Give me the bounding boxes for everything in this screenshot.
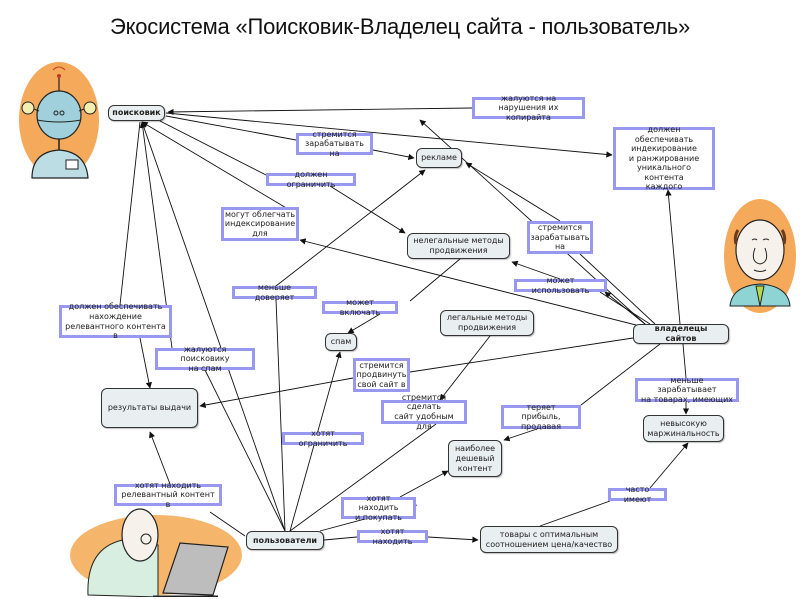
connection-line	[409, 337, 634, 373]
connection-line	[511, 260, 561, 280]
label-must-restrict: должен ограничить	[266, 170, 356, 189]
label-complain-copyright: жалуются на нарушения их копирайта	[472, 94, 585, 122]
label-want-find: хотят находить	[357, 527, 428, 546]
connection-line	[465, 162, 561, 222]
connection-line	[119, 121, 141, 306]
connection-line	[665, 189, 681, 325]
connection-line	[167, 107, 473, 116]
user-with-laptop-avatar	[70, 508, 242, 597]
label-complain-spam: жалуются поисковику на спам	[155, 345, 255, 373]
connection-line	[427, 536, 479, 543]
connection-line	[209, 511, 246, 537]
label-must-index: должен обеспечивать индекирование и ранж…	[613, 125, 715, 191]
node-users[interactable]: пользователи	[246, 531, 324, 550]
connection-line	[409, 258, 461, 302]
label-may-include: может включать	[322, 298, 398, 317]
connection-line	[649, 442, 689, 489]
connection-line	[199, 377, 354, 409]
connection-line	[275, 298, 286, 532]
node-low-margin[interactable]: невысокую маржинальность	[643, 415, 724, 442]
label-want-restrict: хотят ограничить	[282, 429, 364, 448]
label-earns-less: меньше зарабатывает на товарах, имеющих	[635, 376, 739, 404]
connection-line	[439, 335, 491, 401]
node-spam[interactable]: спам	[325, 333, 357, 351]
node-legal-methods[interactable]: легальные методы продвижения	[440, 310, 534, 336]
node-advertising[interactable]: рекламе	[416, 148, 462, 168]
node-illegal-methods[interactable]: нелегальные методы продвижения	[407, 233, 510, 259]
connection-line	[539, 500, 611, 527]
connection-line	[139, 337, 152, 389]
label-trusts-less: меньше доверяет	[232, 283, 317, 302]
label-strives-earn-2: стремится зарабатывать на	[527, 221, 593, 254]
connection-line	[399, 470, 449, 498]
connection-line	[204, 369, 286, 532]
connection-line	[329, 185, 406, 234]
node-site-owners[interactable]: владелецы сайтов	[633, 324, 729, 344]
label-may-use: может использовать	[514, 276, 607, 295]
connection-line	[579, 253, 656, 325]
connection-line	[299, 238, 641, 327]
robot-avatar	[19, 62, 99, 179]
connection-line	[347, 313, 381, 334]
label-strives-convenient: стремится сделать сайт удобным для	[381, 393, 467, 431]
connection-line	[140, 121, 286, 532]
connection-line	[323, 536, 358, 541]
label-want-find-buy: хотят находить и покупать	[341, 494, 416, 522]
label-can-ease-indexing: могут облегчать индексирование для	[221, 207, 299, 241]
label-strives-earn-1: стремится зарабатывать на	[296, 130, 373, 158]
connection-line	[149, 431, 171, 485]
connection-line	[289, 423, 437, 532]
label-strives-promote: стремится продвинуть свой сайт в	[353, 358, 410, 392]
connection-line	[159, 120, 267, 176]
node-cheapest-content[interactable]: наиболее дешевый контент	[448, 440, 502, 477]
node-search-results[interactable]: результаты выдачи	[101, 388, 198, 428]
connection-line	[165, 115, 297, 141]
label-loses-profit: теряет прибыль, продавая	[501, 403, 581, 431]
connection-line	[580, 343, 661, 406]
node-optimal-goods[interactable]: товары с оптимальным соотношением цена/к…	[480, 526, 618, 553]
connection-line	[372, 149, 415, 161]
label-want-find-relevant: хотят находить релевантный контент в	[114, 481, 222, 509]
connection-line	[503, 428, 538, 442]
connection-line	[141, 121, 299, 216]
label-often-have: часто имеют	[608, 485, 667, 504]
connection-line	[682, 343, 687, 379]
connection-line	[165, 112, 613, 158]
node-search-engine[interactable]: поисковик	[108, 105, 165, 121]
page-title: Экосистема «Поисковик-Владелец сайта - п…	[109, 14, 691, 39]
label-must-find-relevant: должен обеспечивать нахождение релевантн…	[59, 302, 172, 340]
connection-line	[275, 169, 426, 287]
site-owner-avatar	[724, 199, 796, 313]
